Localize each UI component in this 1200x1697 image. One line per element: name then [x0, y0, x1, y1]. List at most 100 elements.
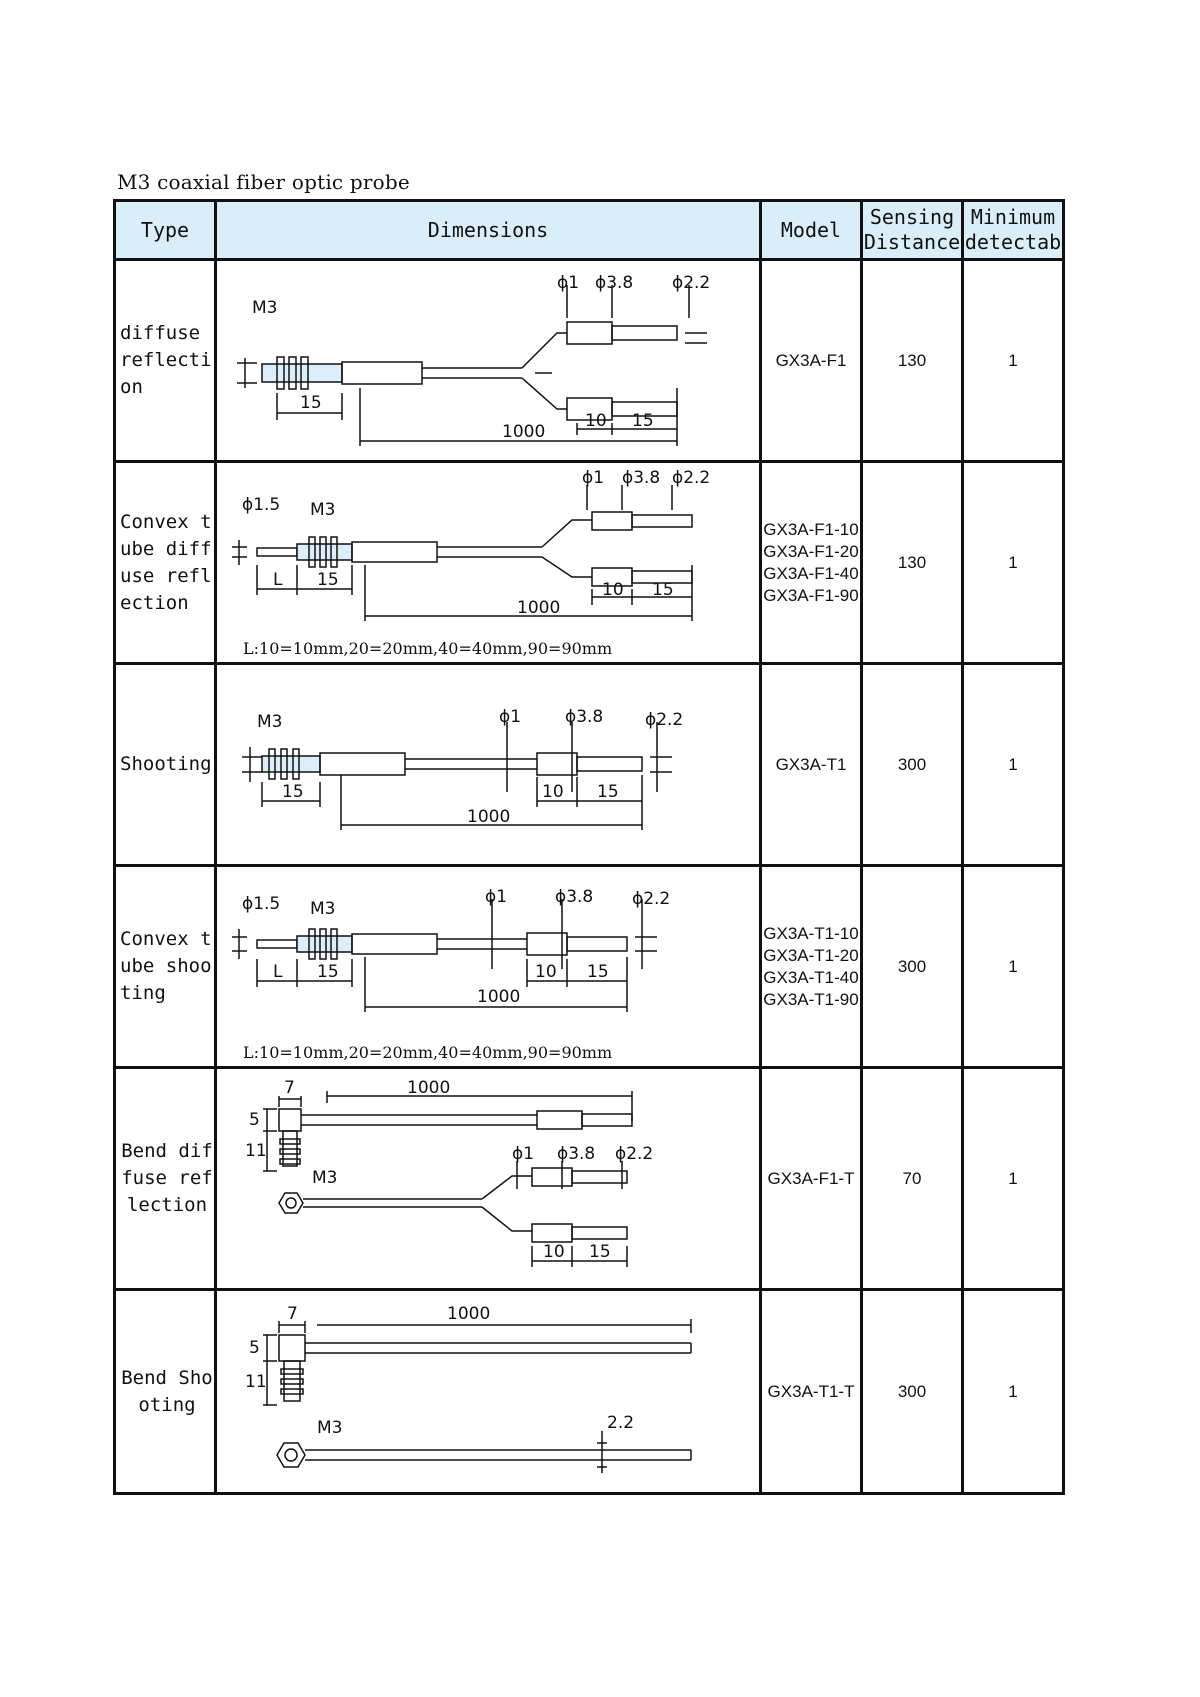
- type-cell: diffuse reflection: [113, 258, 217, 463]
- table-row: Shooting M3 ϕ1 ϕ3.8 ϕ2.2 15 1000: [113, 662, 1065, 867]
- d15-label: ϕ1.5: [242, 495, 280, 515]
- type-cell: Convex tube shooting: [113, 864, 217, 1069]
- spec-table: Type Dimensions Model Sensing Distance M…: [113, 199, 1065, 1495]
- d38-label: ϕ3.8: [557, 1144, 595, 1164]
- d38-label: ϕ3.8: [622, 468, 660, 488]
- d22-label: ϕ2.2: [672, 468, 710, 488]
- table-row: diffuse reflection M3 ϕ1 ϕ3.8: [113, 258, 1065, 463]
- d22-label: ϕ2.2: [632, 889, 670, 909]
- header-model: Model: [759, 199, 863, 261]
- table-row: Bend Shooting 7 1000 5 11 M3 2.2: [113, 1288, 1065, 1495]
- shooting-drawing: M3 ϕ1 ϕ3.8 ϕ2.2 15 1000 10 15: [242, 707, 683, 830]
- m3-label: M3: [312, 1168, 337, 1188]
- minimum-cell: 1: [961, 1066, 1065, 1291]
- table-row: Convex tube diffuse reflection ϕ1.5 M3: [113, 460, 1065, 665]
- diffuse-reflection-drawing: M3 ϕ1 ϕ3.8 ϕ2.2 15 1000 10 15: [237, 273, 710, 446]
- d38-label: ϕ3.8: [595, 273, 633, 293]
- len15b-label: 15: [589, 1242, 611, 1262]
- len15b-label: 15: [632, 411, 654, 431]
- sensing-distance-cell: 70: [860, 1066, 964, 1291]
- header-sensing-distance: Sensing Distance: [860, 199, 964, 261]
- len10-label: 10: [543, 1242, 565, 1262]
- len1000-label: 1000: [407, 1078, 450, 1098]
- len1000-label: 1000: [467, 807, 510, 827]
- convex-shooting-drawing: ϕ1.5 M3 ϕ1 ϕ3.8 ϕ2.2 L 15 1000 10 15: [232, 887, 670, 1012]
- length-note: L:10=10mm,20=20mm,40=40mm,90=90mm: [243, 639, 613, 658]
- len15b-label: 15: [652, 580, 674, 600]
- model-cell: GX3A-F1: [759, 258, 863, 463]
- bend-diffuse-drawing: 7 1000 5 11 M3 ϕ1 ϕ3.8 ϕ2.2 10 15: [245, 1078, 653, 1267]
- dimension-drawing-cell: 7 1000 5 11 M3 2.2: [214, 1288, 762, 1495]
- len11-label: 11: [245, 1141, 267, 1161]
- len7-label: 7: [287, 1304, 298, 1324]
- type-cell: Convex tube diffuse reflection: [113, 460, 217, 665]
- len10-label: 10: [542, 782, 564, 802]
- sensing-distance-cell: 130: [860, 258, 964, 463]
- len15b-label: 15: [597, 782, 619, 802]
- type-cell: Shooting: [113, 662, 217, 867]
- d1-label: ϕ1: [485, 887, 507, 907]
- m3-label: M3: [317, 1418, 342, 1438]
- len15-label: 15: [317, 570, 339, 590]
- d22-label: ϕ2.2: [615, 1144, 653, 1164]
- m3-label: M3: [310, 899, 335, 919]
- dimension-drawing-cell: ϕ1.5 M3 ϕ1 ϕ3.8 ϕ2.2 L 15 1000 10 15 L:1…: [214, 460, 762, 665]
- m3-label: M3: [310, 500, 335, 520]
- len5-label: 5: [249, 1110, 260, 1130]
- header-dimensions: Dimensions: [214, 199, 762, 261]
- d22-label: ϕ2.2: [672, 273, 710, 293]
- sensing-distance-cell: 300: [860, 662, 964, 867]
- d1-label: ϕ1: [557, 273, 579, 293]
- d1-label: ϕ1: [499, 707, 521, 727]
- minimum-cell: 1: [961, 258, 1065, 463]
- len15-label: 15: [300, 393, 322, 413]
- len1000-label: 1000: [477, 987, 520, 1007]
- L-label: L: [273, 962, 283, 982]
- d22-label: ϕ2.2: [645, 710, 683, 730]
- len1000-label: 1000: [502, 422, 545, 442]
- d22-label: 2.2: [607, 1413, 634, 1433]
- len1000-label: 1000: [517, 598, 560, 618]
- m3-label: M3: [257, 712, 282, 732]
- dimension-drawing-cell: ϕ1.5 M3 ϕ1 ϕ3.8 ϕ2.2 L 15 1000 10 15 L:1…: [214, 864, 762, 1069]
- minimum-cell: 1: [961, 460, 1065, 665]
- header-minimum: Minimum detectab: [961, 199, 1065, 261]
- len15-label: 15: [282, 782, 304, 802]
- table-row: Bend diffuse reflection 7: [113, 1066, 1065, 1291]
- dimension-drawing-cell: M3 ϕ1 ϕ3.8 ϕ2.2 15 1000 10 15: [214, 258, 762, 463]
- d1-label: ϕ1: [582, 468, 604, 488]
- sensing-distance-cell: 300: [860, 1288, 964, 1495]
- model-cell: GX3A-T1: [759, 662, 863, 867]
- d38-label: ϕ3.8: [565, 707, 603, 727]
- len1000-label: 1000: [447, 1304, 490, 1324]
- sensing-distance-cell: 300: [860, 864, 964, 1069]
- len7-label: 7: [284, 1078, 295, 1098]
- minimum-cell: 1: [961, 864, 1065, 1069]
- d1-label: ϕ1: [512, 1144, 534, 1164]
- d38-label: ϕ3.8: [555, 887, 593, 907]
- sensing-distance-cell: 130: [860, 460, 964, 665]
- model-cell: GX3A-T1-T: [759, 1288, 863, 1495]
- minimum-cell: 1: [961, 1288, 1065, 1495]
- len15b-label: 15: [587, 962, 609, 982]
- length-note: L:10=10mm,20=20mm,40=40mm,90=90mm: [243, 1043, 613, 1062]
- len5-label: 5: [249, 1338, 260, 1358]
- type-cell: Bend diffuse reflection: [113, 1066, 217, 1291]
- dimension-drawing-cell: 7 1000 5 11 M3 ϕ1 ϕ3.8 ϕ2.2 10 15: [214, 1066, 762, 1291]
- model-cell: GX3A-T1-10 GX3A-T1-20 GX3A-T1-40 GX3A-T1…: [759, 864, 863, 1069]
- minimum-cell: 1: [961, 662, 1065, 867]
- dimension-drawing-cell: M3 ϕ1 ϕ3.8 ϕ2.2 15 1000 10 15: [214, 662, 762, 867]
- model-cell: GX3A-F1-10 GX3A-F1-20 GX3A-F1-40 GX3A-F1…: [759, 460, 863, 665]
- model-cell: GX3A-F1-T: [759, 1066, 863, 1291]
- len11-label: 11: [245, 1372, 267, 1392]
- document-title: M3 coaxial fiber optic probe: [117, 170, 410, 194]
- len10-label: 10: [585, 411, 607, 431]
- len10-label: 10: [535, 962, 557, 982]
- header-type: Type: [113, 199, 217, 261]
- table-row: Convex tube shooting ϕ1.5 M3 ϕ1 ϕ3.8: [113, 864, 1065, 1069]
- bend-shooting-drawing: 7 1000 5 11 M3 2.2: [245, 1304, 692, 1473]
- header-row: Type Dimensions Model Sensing Distance M…: [113, 199, 1065, 261]
- len15-label: 15: [317, 962, 339, 982]
- L-label: L: [273, 570, 283, 590]
- type-cell: Bend Shooting: [113, 1288, 217, 1495]
